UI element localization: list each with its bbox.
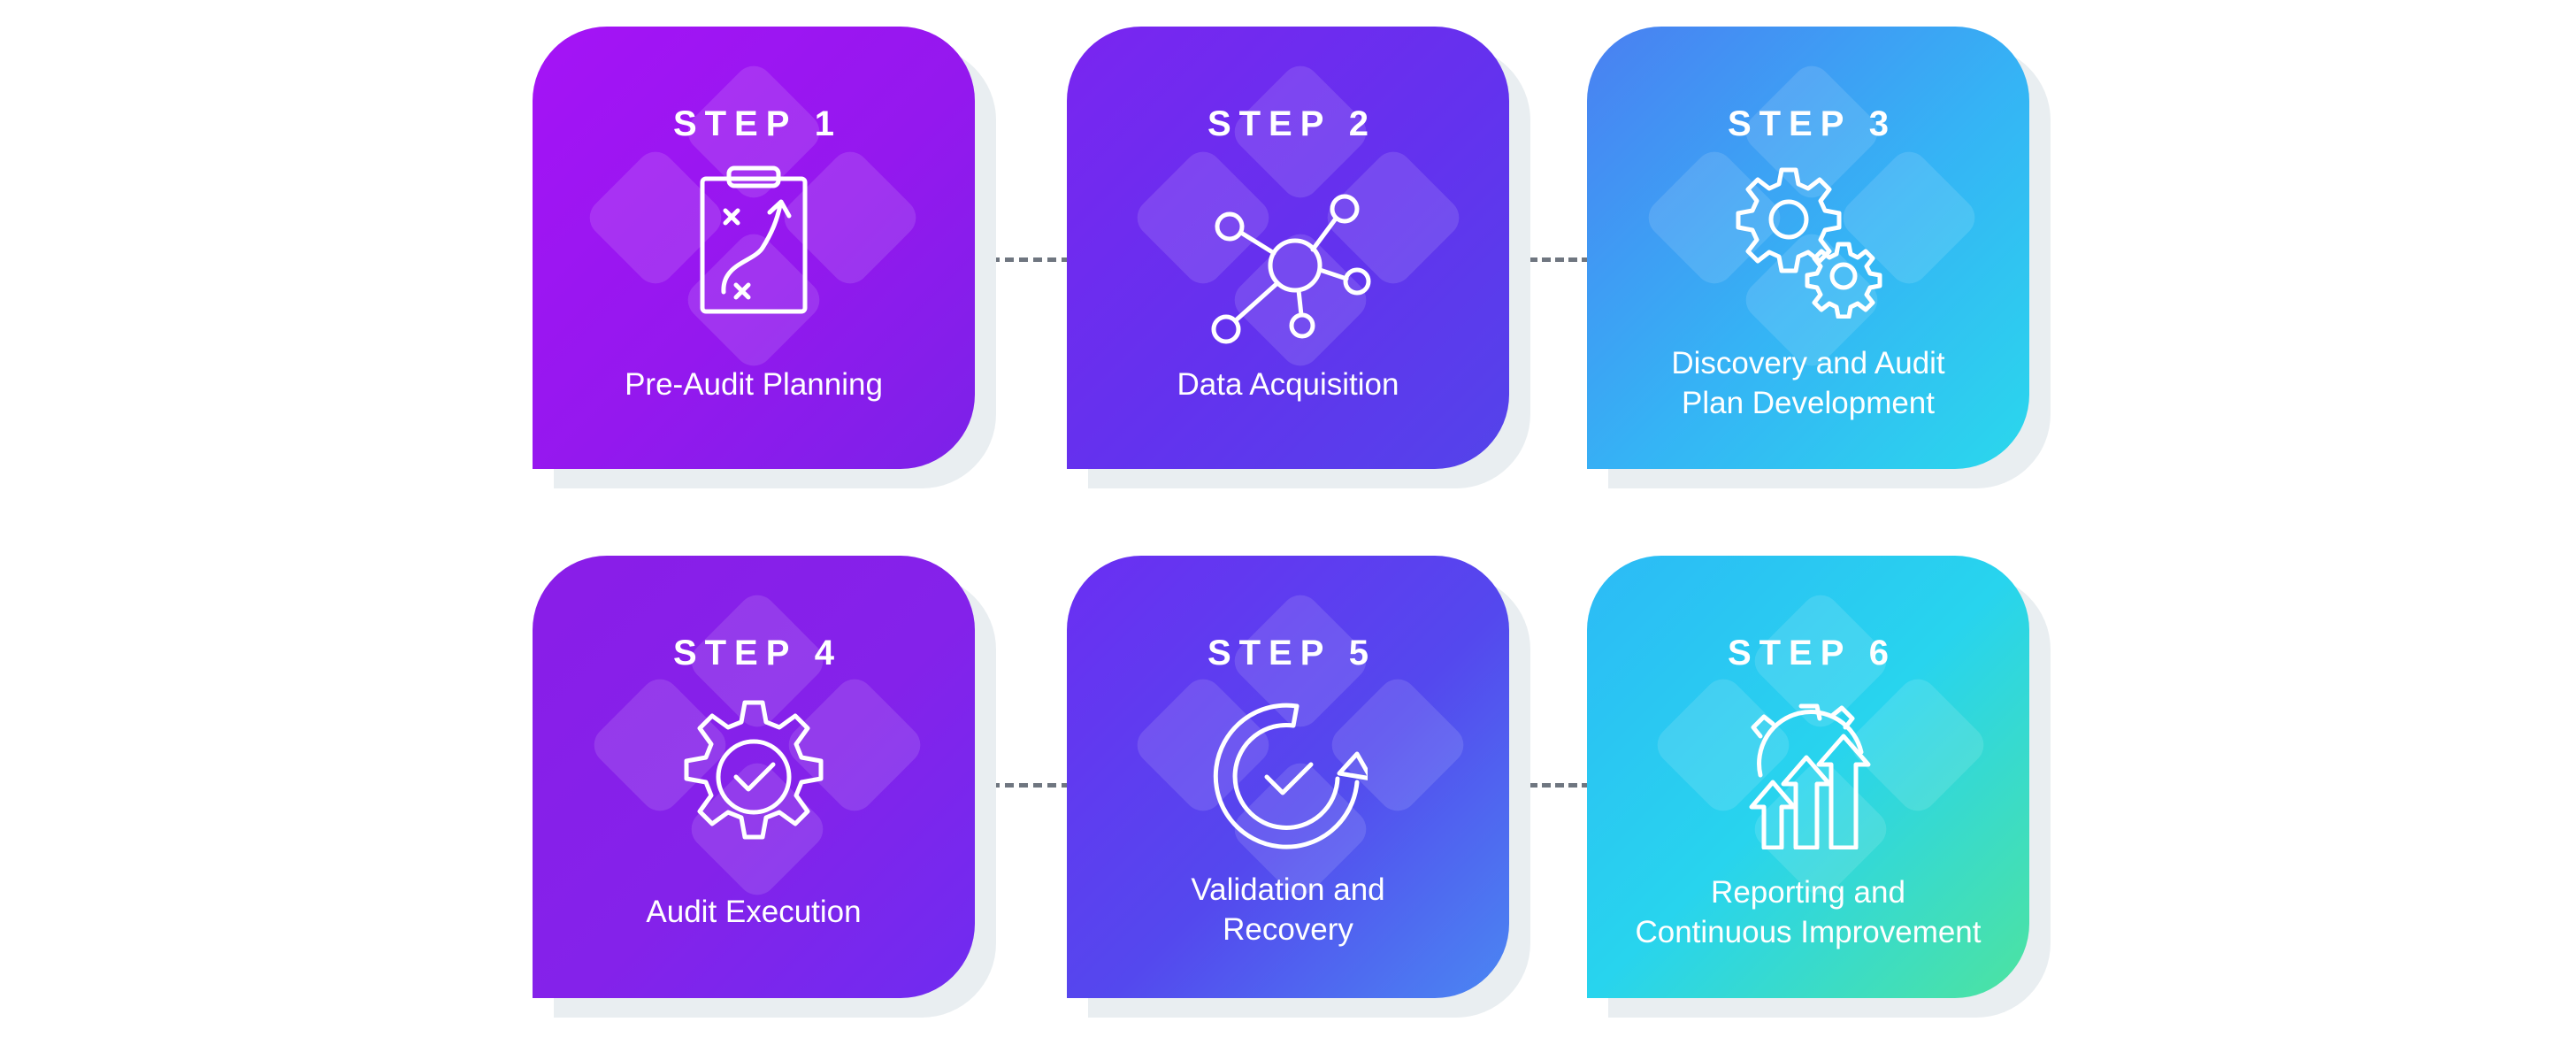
card-face: STEP 5 Validation and Recovery bbox=[1067, 556, 1509, 998]
step-label: STEP 5 bbox=[1207, 634, 1377, 672]
step-card-3: STEP 3 Discovery and Audit Plan Developm… bbox=[1587, 27, 2051, 488]
step-title: Discovery and Audit Plan Development bbox=[1605, 343, 2012, 423]
step-label: STEP 4 bbox=[672, 634, 843, 672]
step-title: Pre-Audit Planning bbox=[550, 365, 957, 404]
step-title-line: Data Acquisition bbox=[1177, 367, 1399, 402]
connector-step2-step3 bbox=[1529, 257, 1591, 262]
card-face: STEP 4 Audit Execution bbox=[533, 556, 975, 998]
clipboard-strategy-icon bbox=[674, 159, 833, 319]
step-title-line: Pre-Audit Planning bbox=[625, 367, 883, 402]
step-title: Reporting and Continuous Improvement bbox=[1605, 872, 2012, 952]
step-card-6: STEP 6 Reporting and Continuous Improvem… bbox=[1587, 556, 2051, 1018]
step-title-line: Discovery and Audit bbox=[1671, 346, 1945, 380]
step-label: STEP 2 bbox=[1207, 104, 1377, 143]
connector-step4-step5 bbox=[991, 783, 1070, 788]
step-card-1: STEP 1 Pre-Audit Planning bbox=[533, 27, 996, 488]
step-label: STEP 1 bbox=[672, 104, 843, 143]
step-title-line: Plan Development bbox=[1682, 386, 1935, 420]
card-face: STEP 2 Data Acquisition bbox=[1067, 27, 1509, 469]
step-card-2: STEP 2 Data Acquisition bbox=[1067, 27, 1530, 488]
step-card-5: STEP 5 Validation and Recovery bbox=[1067, 556, 1530, 1018]
step-title-line: Reporting and bbox=[1711, 875, 1905, 910]
card-face: STEP 6 Reporting and Continuous Improvem… bbox=[1587, 556, 2029, 998]
step-title-line: Audit Execution bbox=[646, 895, 862, 929]
connector-step5-step6 bbox=[1529, 783, 1591, 788]
step-title-line: Recovery bbox=[1223, 912, 1353, 947]
step-title: Data Acquisition bbox=[1085, 365, 1491, 404]
step-card-4: STEP 4 Audit Execution bbox=[533, 556, 996, 1018]
step-title: Audit Execution bbox=[550, 892, 957, 932]
step-title-line: Continuous Improvement bbox=[1635, 915, 1982, 949]
connector-step1-step2 bbox=[991, 257, 1070, 262]
step-title-line: Validation and bbox=[1191, 872, 1385, 907]
circular-check-arrow-icon bbox=[1208, 697, 1368, 857]
network-nodes-icon bbox=[1200, 168, 1371, 344]
step-label: STEP 6 bbox=[1727, 634, 1898, 672]
step-title: Validation and Recovery bbox=[1085, 870, 1491, 949]
step-label: STEP 3 bbox=[1727, 104, 1898, 143]
card-face: STEP 3 Discovery and Audit Plan Developm… bbox=[1587, 27, 2029, 469]
gear-growth-arrows-icon bbox=[1729, 690, 1888, 849]
gear-check-icon bbox=[674, 697, 833, 857]
gears-icon bbox=[1729, 159, 1888, 319]
card-face: STEP 1 Pre-Audit Planning bbox=[533, 27, 975, 469]
